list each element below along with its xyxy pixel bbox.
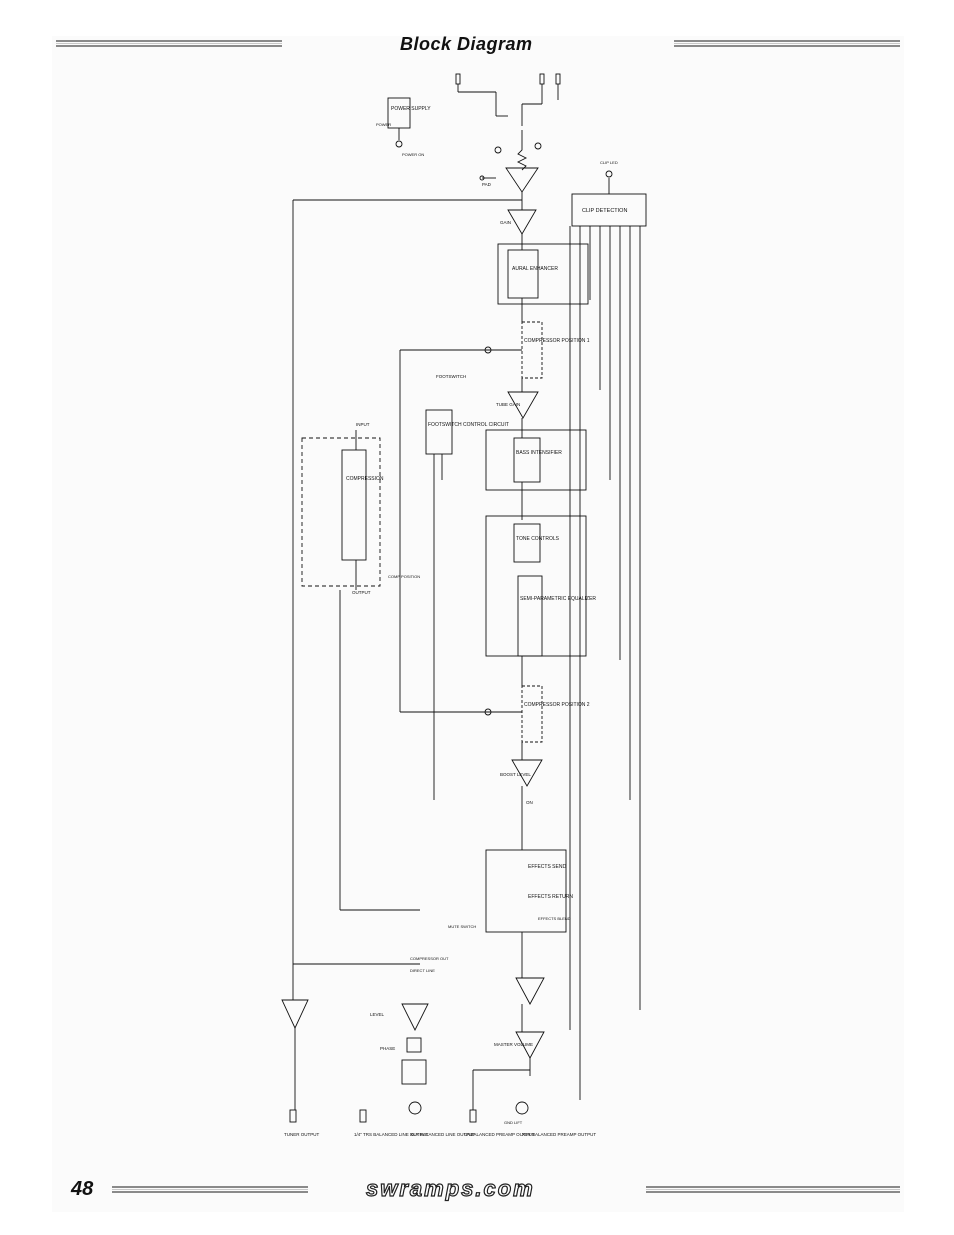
input-led-2 xyxy=(534,142,542,150)
footswitch-control-label: FOOTSWITCH CONTROL CIRCUIT xyxy=(428,422,509,428)
block-diagram: PAD POWER SUPPLY POWER POWER ON CLIP DET… xyxy=(260,60,660,1180)
xlr-line-label: XLR BALANCED LINE OUTPUT xyxy=(410,1132,476,1137)
compressor-out-label: COMPRESSOR OUT xyxy=(410,956,449,961)
header-rule-left xyxy=(56,40,282,47)
rear-input-jack xyxy=(455,73,461,85)
front-input-jack-2 xyxy=(555,73,561,85)
gain-amp xyxy=(507,209,537,235)
page-title: Block Diagram xyxy=(400,34,533,54)
effects-return-label: EFFECTS RETURN xyxy=(528,894,573,900)
master-volume-amp xyxy=(515,1031,545,1059)
power-supply-block xyxy=(387,97,411,129)
clip-led xyxy=(605,170,613,178)
aural-enhancer-block xyxy=(507,249,539,299)
master-volume-label: MASTER VOLUME xyxy=(494,1042,533,1047)
power-section: POWER SUPPLY POWER POWER ON xyxy=(376,97,431,157)
input-section: PAD xyxy=(455,73,561,202)
gain-label: GAIN xyxy=(500,220,511,225)
power-supply-label: POWER SUPPLY xyxy=(391,106,431,112)
tone-controls-block xyxy=(513,523,541,563)
xlr-preamp-connector xyxy=(515,1101,529,1115)
phase-label: PHASE xyxy=(380,1046,395,1051)
compressor-position-1-block xyxy=(521,321,543,379)
trs-output-jack xyxy=(359,1109,367,1123)
level-label: LEVEL xyxy=(370,1012,385,1017)
tuner-output-jack xyxy=(289,1109,297,1123)
compression-dashed-box xyxy=(301,437,381,587)
output-amp xyxy=(515,977,545,1005)
compression-label: COMPRESSION xyxy=(346,476,384,482)
clip-led-label: CLIP LED xyxy=(600,160,618,165)
compressor-position-2-label: COMPRESSOR POSITION 2 xyxy=(524,702,590,708)
compression-section: COMPRESSION INPUT OUTPUT COMP POSITION F… xyxy=(301,374,509,911)
compression-block xyxy=(341,449,367,561)
line-level-amp xyxy=(401,1003,429,1032)
power-led xyxy=(395,140,403,148)
direct-label: DIRECT xyxy=(410,968,425,973)
main-chain: GAIN AURAL ENHANCER COMPRESSOR POSITION … xyxy=(293,199,596,1076)
boost-level-label: BOOST LEVEL xyxy=(500,772,531,777)
gnd-lift-label: GND LIFT xyxy=(504,1120,523,1125)
line-label: LINE xyxy=(426,968,435,973)
bass-intensifier-block xyxy=(513,437,541,483)
compressor-position-2-block xyxy=(521,685,543,743)
tuner-amp xyxy=(281,999,309,1030)
footswitch-label: FOOTSWITCH xyxy=(436,374,466,379)
phase-switch xyxy=(406,1037,422,1053)
output-section: TUNER OUTPUT COMPRESSOR OUT DIRECT LINE … xyxy=(281,200,596,1137)
semi-parametric-label: SEMI-PARAMETRIC EQUALIZER xyxy=(520,596,596,602)
power-switch-label: POWER xyxy=(376,122,391,127)
footer-rule-right xyxy=(646,1186,900,1193)
effects-blend-label: EFFECTS BLEND xyxy=(538,916,571,921)
xlr-preamp-label: XLR BALANCED PREAMP OUTPUT xyxy=(522,1132,596,1137)
tone-controls-label: TONE CONTROLS xyxy=(516,536,560,542)
page-number: 48 xyxy=(71,1178,94,1200)
tuner-output-label: TUNER OUTPUT xyxy=(284,1132,319,1137)
site-url: swramps.com xyxy=(365,1175,535,1201)
output-transformer xyxy=(401,1059,427,1085)
tube-gain-label: TUBE GAIN xyxy=(496,402,520,407)
aural-enhancer-label: AURAL ENHANCER xyxy=(512,266,558,272)
tube-gain-amp xyxy=(507,391,539,419)
unbal-preamp-label: UNBALANCED PREAMP OUTPUT xyxy=(464,1132,535,1137)
footer-rule-left xyxy=(112,1186,308,1193)
page-frame xyxy=(52,36,904,1212)
mute-switch-label: MUTE SWITCH xyxy=(448,924,476,929)
semi-parametric-block xyxy=(517,575,543,657)
pad-label: PAD xyxy=(482,182,492,187)
header-rule-right xyxy=(674,40,900,47)
clip-detection: CLIP DETECTION CLIP LED xyxy=(569,160,647,1100)
xlr-line-connector xyxy=(408,1101,422,1115)
boost-on-label: ON xyxy=(526,800,533,805)
trs-output-label: 1/4" TRS BALANCED LINE OUTPUT xyxy=(354,1132,429,1137)
power-led-label: POWER ON xyxy=(402,152,424,157)
compression-output-label: OUTPUT xyxy=(352,590,371,595)
input-led-1 xyxy=(494,146,502,154)
front-input-jack-1 xyxy=(539,73,545,85)
effects-send-label: EFFECTS SEND xyxy=(528,864,566,870)
comp-position-label: COMP POSITION xyxy=(388,574,420,579)
boost-amp xyxy=(511,759,543,787)
input-amp xyxy=(505,167,539,193)
clip-detection-label: CLIP DETECTION xyxy=(582,208,627,214)
compressor-position-1-label: COMPRESSOR POSITION 1 xyxy=(524,338,590,344)
compression-input-label: INPUT xyxy=(356,422,370,427)
footswitch-control-block xyxy=(425,409,453,455)
bass-intensifier-label: BASS INTENSIFIER xyxy=(516,450,562,456)
unbal-preamp-jack xyxy=(469,1109,477,1123)
